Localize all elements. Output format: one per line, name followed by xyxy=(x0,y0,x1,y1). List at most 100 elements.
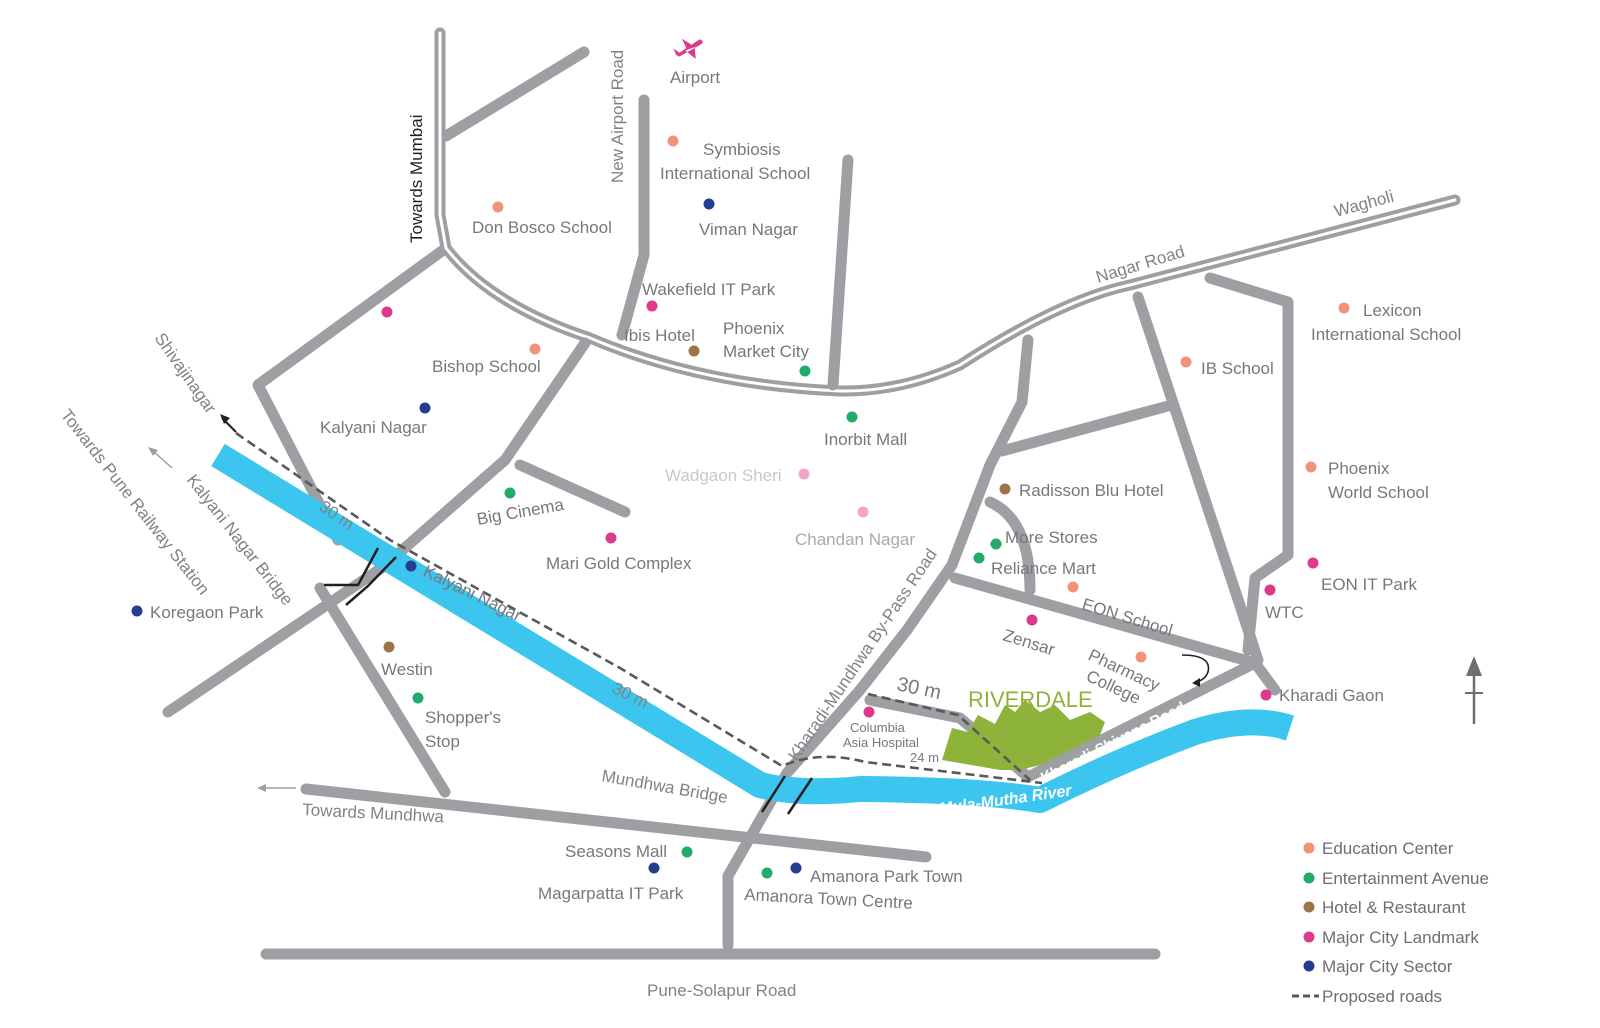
riverdale-shape xyxy=(942,700,1105,770)
label-amanora-park: Amanora Park Town xyxy=(810,867,963,886)
label-reliance: Reliance Mart xyxy=(991,559,1096,578)
road-phoenix-vertical xyxy=(827,154,854,391)
arrows xyxy=(148,414,1483,792)
label-ib-school: IB School xyxy=(1201,359,1274,378)
road-koregaon xyxy=(162,561,389,718)
shivajinagar-arrowhead-icon xyxy=(220,414,230,424)
dot-phoenix-mc xyxy=(799,365,811,377)
label-viman-nagar: Viman Nagar xyxy=(699,220,798,239)
shivane-turn-arrow-icon xyxy=(1181,654,1210,683)
label-shoppers-1: Shopper's xyxy=(425,708,501,727)
label-chandan: Chandan Nagar xyxy=(795,530,915,549)
road-kharadi-vertical xyxy=(1132,291,1264,666)
label-big-cinema: Big Cinema xyxy=(475,495,565,529)
legend-landmark-icon xyxy=(1303,931,1315,943)
label-shivajinagar: Shivajinagar xyxy=(151,329,220,417)
legend-sector-icon xyxy=(1303,960,1315,972)
dot-westin xyxy=(383,641,395,653)
road-network xyxy=(162,27,1461,960)
dot-chandan xyxy=(857,506,869,518)
label-phoenix-mc-1: Phoenix xyxy=(723,319,785,338)
bridges xyxy=(324,547,814,815)
mundhwa-arrowhead-icon xyxy=(257,784,266,792)
legend-hotel-icon xyxy=(1303,901,1315,913)
label-mari-gold: Mari Gold Complex xyxy=(546,554,692,573)
label-phoenix-ws-2: World School xyxy=(1328,483,1429,502)
poi-dots xyxy=(131,135,1350,879)
road-bridge-south xyxy=(314,582,451,798)
dot-amanora-centre xyxy=(761,867,773,879)
place-labels: Airport Symbiosis International School D… xyxy=(150,68,1461,913)
dot-magarpatta xyxy=(648,862,660,874)
legend-hotel-label: Hotel & Restaurant xyxy=(1322,898,1466,917)
dot-don-bosco xyxy=(492,201,504,213)
label-radisson: Radisson Blu Hotel xyxy=(1019,481,1164,500)
label-airport: Airport xyxy=(670,68,720,87)
dot-wadgaon xyxy=(798,468,810,480)
dot-eon-school xyxy=(1067,581,1079,593)
dot-landmark-west xyxy=(381,306,393,318)
label-wadgaon: Wadgaon Sheri xyxy=(665,466,782,485)
road-eon-it-park xyxy=(1204,272,1294,656)
label-symbiosis-1: Symbiosis xyxy=(703,140,780,159)
road-ibis-diagonal xyxy=(377,337,591,573)
label-inorbit: Inorbit Mall xyxy=(824,430,907,449)
river xyxy=(211,443,1295,813)
road-radisson-loop xyxy=(984,496,1036,596)
proposed-road-riverside xyxy=(235,431,1043,785)
road-kharadi-shivane xyxy=(1022,657,1281,783)
dot-shoppers xyxy=(412,692,424,704)
label-more-stores: More Stores xyxy=(1005,528,1098,547)
dot-eon-it xyxy=(1307,557,1319,569)
label-don-bosco: Don Bosco School xyxy=(472,218,612,237)
shivane-turn-arrowhead-icon xyxy=(1192,678,1200,687)
legend-landmark-label: Major City Landmark xyxy=(1322,928,1479,947)
label-pune-solapur: Pune-Solapur Road xyxy=(647,981,796,1000)
label-towards-mumbai: Towards Mumbai xyxy=(407,115,426,244)
label-columbia-2: Asia Hospital xyxy=(843,735,919,750)
legend-education-icon xyxy=(1303,842,1315,854)
label-ibis: Ibis Hotel xyxy=(624,326,695,345)
label-kharadi-gaon: Kharadi Gaon xyxy=(1279,686,1384,705)
road-radisson-link xyxy=(996,400,1174,457)
legend-sector-label: Major City Sector xyxy=(1322,957,1453,976)
label-24m: 24 m xyxy=(910,750,939,765)
legend-entertainment-icon xyxy=(1303,872,1315,884)
dot-kalyani-nagar-river xyxy=(405,560,417,572)
dot-wtc xyxy=(1264,584,1276,596)
dot-zensar xyxy=(1026,614,1038,626)
label-zensar: Zensar xyxy=(1001,626,1057,660)
dot-lexicon xyxy=(1338,302,1350,314)
road-eon xyxy=(949,572,1261,669)
dot-ib-school xyxy=(1180,356,1192,368)
mundhwa-bridge-mark xyxy=(760,775,814,815)
label-phoenix-mc-2: Market City xyxy=(723,342,809,361)
label-phoenix-ws-1: Phoenix xyxy=(1328,459,1390,478)
label-bishop: Bishop School xyxy=(432,357,541,376)
label-30m-riverdale: 30 m xyxy=(895,673,943,704)
road-big-cinema xyxy=(514,459,631,518)
label-new-airport-road: New Airport Road xyxy=(608,50,627,183)
dot-inorbit xyxy=(846,411,858,423)
dot-seasons xyxy=(681,846,693,858)
road-kharadi-bypass xyxy=(722,334,1034,951)
riverdale-plot xyxy=(942,700,1105,770)
label-eon-it: EON IT Park xyxy=(1321,575,1418,594)
label-amanora-centre: Amanora Town Centre xyxy=(744,885,914,913)
dot-big-cinema xyxy=(504,487,516,499)
legend: Education Center Entertainment Avenue Ho… xyxy=(1292,839,1489,1006)
dot-mari-gold xyxy=(605,532,617,544)
label-koregaon: Koregaon Park xyxy=(150,603,264,622)
legend-entertainment-label: Entertainment Avenue xyxy=(1322,869,1489,888)
dot-columbia xyxy=(863,706,875,718)
dot-koregaon xyxy=(131,605,143,617)
road-mumbai-branch xyxy=(440,46,590,142)
road-mumbai-center xyxy=(438,31,448,250)
dot-symbiosis xyxy=(667,135,679,147)
dot-radisson xyxy=(999,483,1011,495)
proposed-road-riverdale-link xyxy=(867,692,1031,781)
label-symbiosis-2: International School xyxy=(660,164,810,183)
pune-station-arrowhead-icon xyxy=(148,447,158,456)
road-labels: Towards Mumbai New Airport Road Wagholi … xyxy=(57,50,1396,1000)
